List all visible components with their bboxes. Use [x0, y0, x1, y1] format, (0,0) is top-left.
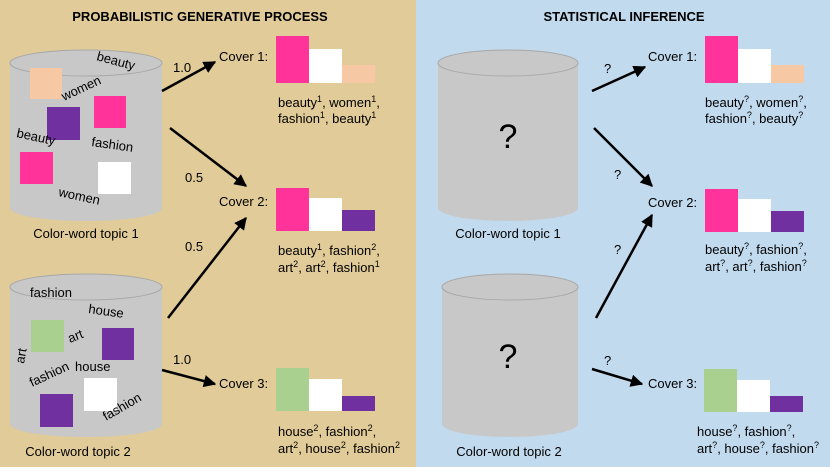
topic2-label-right: Color-word topic 2	[456, 444, 562, 459]
cover1-left: Cover 1: beauty1, women1, fashion1, beau…	[219, 36, 380, 126]
cover-pink-bar	[276, 36, 309, 83]
cover2-right: Cover 2: beauty?, fashion?, art?, art?, …	[648, 189, 807, 274]
cover-white-bar	[738, 49, 771, 83]
cover-peach-bar	[771, 65, 804, 83]
arrow-topic2-cover2-unknown	[594, 213, 654, 319]
edge-weight-label: 0.5	[185, 239, 203, 254]
edge-weight-label: 1.0	[173, 352, 191, 367]
cover-words-line2: art?, house?, fashion?	[697, 440, 819, 456]
cover-white-bar	[309, 198, 342, 231]
topic2-word: house	[88, 301, 125, 321]
cover-pink-bar	[276, 188, 309, 231]
cover-label: Cover 1:	[648, 49, 697, 64]
unknown-topic-qmark: ?	[499, 338, 518, 376]
cover-purple-bar	[770, 396, 803, 412]
arrow-topic1-cover1-unknown	[591, 65, 647, 93]
cover-words-line1: beauty1, fashion2,	[278, 242, 380, 258]
topic2-word: fashion	[30, 285, 72, 300]
topic2-word: house	[75, 359, 110, 374]
topic1-label: Color-word topic 1	[33, 226, 139, 241]
cover-peach-bar	[342, 65, 375, 83]
edge-weight-label: ?	[614, 167, 621, 182]
edge-weight-label: ?	[604, 61, 611, 76]
cover-words-line2: art2, house2, fashion2	[278, 440, 400, 456]
topic1-word: fashion	[91, 134, 135, 155]
topic2-purple-square-2	[40, 394, 73, 427]
cover-green-bar	[276, 368, 309, 411]
cover-white-bar	[309, 379, 342, 411]
cover-label: Cover 2:	[648, 195, 697, 210]
topic1-pink-square	[94, 96, 126, 128]
cover-words-line2: fashion?, beauty?	[705, 110, 803, 126]
cover1-right: Cover 1: beauty?, women?, fashion?, beau…	[648, 36, 807, 126]
cover-pink-bar	[705, 189, 738, 232]
topic2-cylinder-unknown: ?	[441, 273, 579, 437]
topic2-cylinder: fashion house art art fashion house fash…	[9, 273, 163, 437]
topic1-label-right: Color-word topic 1	[455, 226, 561, 241]
topic2-green-square	[31, 320, 64, 352]
topic1-white-square	[98, 162, 131, 194]
topic1-cylinder: beauty women beauty fashion women	[9, 48, 163, 221]
cover-label: Cover 1:	[219, 49, 268, 64]
cover-words-line1: beauty1, women1,	[278, 94, 380, 110]
cover-words-line2: art2, art2, fashion1	[278, 259, 380, 275]
left-panel-title: PROBABILISTIC GENERATIVE PROCESS	[72, 9, 328, 24]
cover-purple-bar	[771, 211, 804, 232]
arrow-topic1-cover2	[169, 127, 247, 187]
cover-words-line2: art?, art?, fashion?	[705, 258, 807, 274]
topic1-cylinder-unknown: ?	[437, 49, 579, 221]
cover-label: Cover 3:	[648, 376, 697, 391]
arrow-topic2-cover3	[161, 368, 217, 388]
arrow-topic1-cover1	[161, 60, 217, 93]
arrow-topic2-cover2	[167, 217, 247, 319]
topic2-word: art	[12, 347, 29, 365]
topic2-word: art	[66, 326, 86, 346]
cover-words-line2: fashion1, beauty1	[278, 110, 376, 126]
cover-label: Cover 3:	[219, 376, 268, 391]
topic2-white-square	[84, 378, 117, 411]
cover-green-bar	[704, 369, 737, 412]
edge-weight-label: 0.5	[185, 170, 203, 185]
unknown-topic-qmark: ?	[499, 118, 518, 156]
cover3-left: Cover 3: house2, fashion2, art2, house2,…	[219, 368, 400, 456]
topic1-peach-square	[30, 68, 62, 99]
right-panel-title: STATISTICAL INFERENCE	[543, 9, 704, 24]
cover-purple-bar	[342, 210, 375, 231]
topic2-purple-square	[102, 328, 134, 360]
cover2-left: Cover 2: beauty1, fashion2, art2, art2, …	[219, 188, 380, 275]
cover3-right: Cover 3: house?, fashion?, art?, house?,…	[648, 369, 819, 456]
topic1-pink-square-2	[20, 152, 53, 184]
edge-weight-label: ?	[604, 353, 611, 368]
edge-weight-label: ?	[614, 242, 621, 257]
cover-words-line1: house?, fashion?,	[697, 423, 795, 439]
edge-weight-label: 1.0	[173, 60, 191, 75]
cover-words-line1: beauty?, fashion?,	[705, 241, 807, 257]
cover-words-line1: beauty?, women?,	[705, 94, 807, 110]
cover-purple-bar	[342, 396, 375, 411]
cover-label: Cover 2:	[219, 194, 268, 209]
topic2-label: Color-word topic 2	[25, 444, 131, 459]
cover-words-line1: house2, fashion2,	[278, 423, 376, 439]
cover-white-bar	[737, 380, 770, 412]
topic1-purple-square	[47, 107, 80, 140]
cover-white-bar	[309, 49, 342, 83]
arrow-topic1-cover2-unknown	[593, 127, 653, 187]
arrow-topic2-cover3-unknown	[591, 367, 644, 387]
cover-pink-bar	[705, 36, 738, 83]
cover-white-bar	[738, 199, 771, 232]
